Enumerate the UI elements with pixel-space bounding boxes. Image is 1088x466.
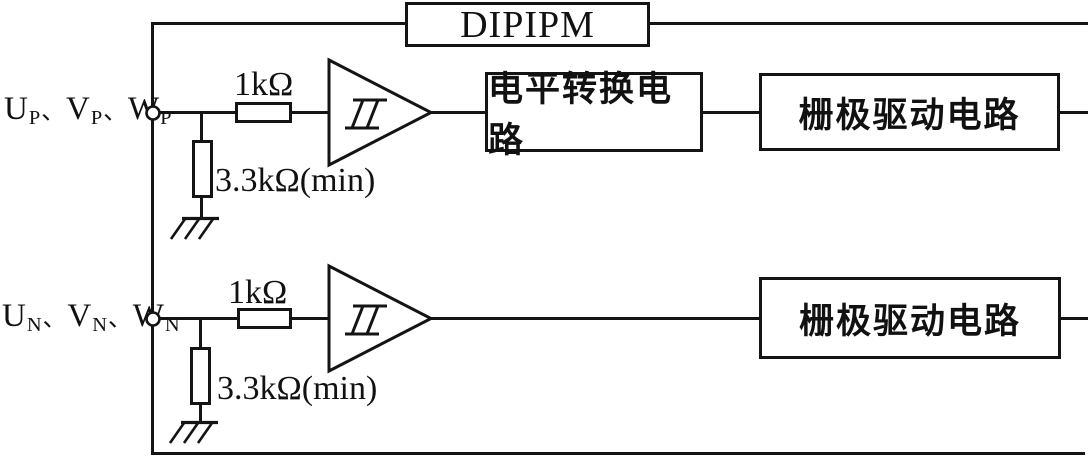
pulldown-resistor-top [192, 140, 213, 198]
pin-separator: 、 [103, 99, 127, 125]
wire-bottom-gatedrive-out [1059, 317, 1088, 320]
wire-top-terminal-to-resistor [160, 111, 237, 114]
gate-drive-bottom-label: 栅极驱动电路 [798, 301, 1021, 341]
dipipm-label-box: DIPIPM [405, 2, 650, 47]
pin-subscript: P [90, 106, 103, 129]
pin-subscript: P [28, 106, 41, 129]
pin-subscript: P [160, 106, 172, 129]
pulldown-resistor-bottom [190, 347, 211, 405]
wire-top-gatedrive-out [1058, 111, 1088, 114]
input-terminal-icon [145, 105, 161, 121]
pin-subscript: N [92, 313, 107, 336]
pin-separator: 、 [41, 99, 65, 125]
pulldown-resistor-top-label: 3.3kΩ(min) [215, 162, 376, 199]
pulldown-resistor-bottom-label: 3.3kΩ(min) [217, 370, 378, 407]
wire-bottom-branch-down [199, 318, 202, 348]
module-top-border-left [151, 22, 407, 25]
pin-letter: V [67, 298, 92, 334]
series-resistor-top-label: 1kΩ [234, 66, 294, 103]
gate-drive-box-bottom: 栅极驱动电路 [759, 277, 1061, 359]
wire-top-buffer-to-levelshift [430, 111, 485, 114]
level-shift-label: 电平转换电路 [488, 70, 674, 160]
wire-bottom-resistor-to-buffer [290, 317, 330, 320]
schmitt-trigger-buffer-icon [327, 57, 435, 168]
pin-letter: U [4, 91, 28, 127]
wire-top-levelshift-to-gatedrive [701, 111, 761, 114]
pin-separator: 、 [42, 306, 67, 332]
dipipm-label: DIPIPM [460, 3, 595, 46]
level-shift-box: 电平转换电路 [485, 70, 703, 160]
ground-icon [168, 420, 218, 444]
pin-subscript: N [164, 313, 180, 336]
wire-top-resistor-to-buffer [290, 111, 330, 114]
pin-separator: 、 [107, 306, 132, 332]
wire-bottom-pulldown-stub [199, 403, 202, 423]
series-resistor-bottom-label: 1kΩ [228, 274, 288, 311]
pin-letter: U [2, 298, 26, 334]
module-top-border-right [648, 22, 1088, 25]
series-resistor-top [235, 102, 292, 123]
ground-icon [169, 216, 219, 240]
wire-top-pulldown-stub [200, 196, 203, 219]
input-terminal-icon [145, 311, 161, 327]
module-left-border [151, 22, 154, 455]
pin-subscript: N [26, 313, 42, 336]
pin-letter: V [65, 91, 90, 127]
module-bottom-border [151, 452, 1085, 455]
gate-drive-top-label: 栅极驱动电路 [798, 95, 1021, 135]
gate-drive-box-top: 栅极驱动电路 [759, 73, 1060, 151]
series-resistor-bottom [237, 308, 292, 329]
hysteresis-icon [345, 98, 387, 130]
wire-bottom-buffer-to-gatedrive [430, 317, 760, 320]
wire-top-branch-down [200, 112, 203, 142]
schmitt-trigger-buffer-icon [327, 263, 435, 374]
hysteresis-icon [345, 304, 387, 336]
